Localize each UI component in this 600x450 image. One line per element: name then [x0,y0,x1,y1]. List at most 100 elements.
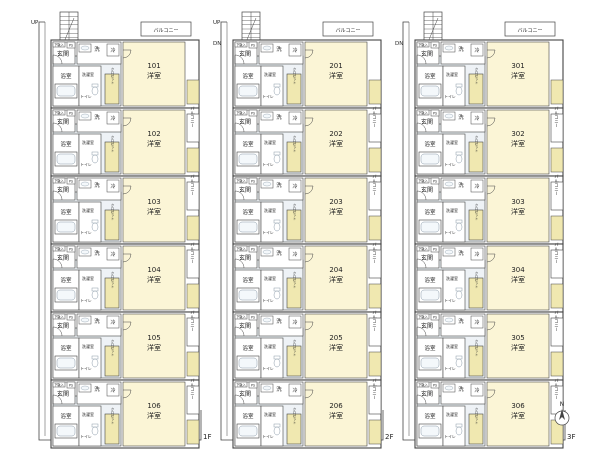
toilet-bowl [273,86,281,96]
kitchen-strip: 洗冷 [258,245,304,269]
entrance-label: 玄関 [239,186,251,194]
door-swing [234,122,245,133]
entrance-label: 玄関 [239,322,251,330]
pipe-space-label: PS [251,112,255,116]
door-swing [304,389,314,399]
outdoor-storage [186,351,200,377]
unit-102: 下駄入玄関PS浴室洗濯室トイレ洗冷クロゼット102洋室バルコニー [50,106,200,177]
balcony-label: バルコニー [191,242,196,263]
outdoor-storage [550,351,564,377]
washbasin-bowl [80,45,90,51]
shoe-box-label: 下駄入 [418,314,428,319]
laundry-label: 洗濯室 [264,71,276,77]
unit-number: 301 [511,62,524,70]
top-balcony: バルコニー [504,21,556,37]
kitchen-strip: 洗冷 [76,381,122,405]
bathroom-label: 浴室 [60,140,72,148]
entrance-label: 玄関 [421,254,433,262]
toilet-room-box [78,337,102,379]
laundry-label: 洗濯室 [82,411,94,417]
pipe-space [66,381,76,389]
pipe-space-label: PS [251,248,255,252]
room-type-label: 洋室 [329,343,343,352]
toilet-room-box [442,269,466,311]
fridge-label: 冷 [292,183,297,190]
floor-label: 1F [203,433,211,441]
closet: クロゼット [468,270,484,309]
balcony-label: バルコニー [191,310,196,331]
toilet-room-box [442,405,466,447]
toilet-room-box [260,201,284,243]
door-swing [52,326,63,337]
stair-dn-label: DN [213,41,221,47]
pipe-space-label: PS [433,384,437,388]
pipe-space-label: PS [251,316,255,320]
closet: クロゼット [104,406,120,445]
pipe-space-label: PS [251,180,255,184]
western-room-floor [486,381,550,447]
bathtub-basin [56,85,76,97]
bathtub-basin [56,289,76,301]
balcony-label: バルコニー [373,378,378,399]
closet-box [286,345,302,377]
shoe-box-label: 下駄入 [236,42,246,47]
door-swing [486,321,496,331]
pipe-space [248,177,258,185]
shoe-box-label: 下駄入 [54,178,64,183]
balcony: バルコニー [550,106,564,143]
closet: クロゼット [286,338,302,377]
fridge-space [106,43,120,57]
balcony-box [368,317,382,347]
bathtub-basin [238,85,258,97]
shoe-box-label: 下駄入 [236,246,246,251]
laundry-label: 洗濯室 [446,275,458,281]
laundry-label: 洗濯室 [82,275,94,281]
laundry-label: 洗濯室 [82,139,94,145]
stairwell: UP [31,11,79,47]
fridge-label: 冷 [474,387,479,394]
unit-number: 205 [329,334,342,342]
balcony: バルコニー [368,310,382,347]
bathtub-basin [420,289,440,301]
room-type-label: 洋室 [147,139,161,148]
pipe-space [66,245,76,253]
door-swing [486,389,496,399]
western-room-floor [122,381,186,447]
closet: クロゼット [468,66,484,105]
room-type-label: 洋室 [511,139,525,148]
bathroom-label: 浴室 [424,344,436,352]
washbasin-bowl [444,113,454,119]
room-type-label: 洋室 [511,207,525,216]
closet-box [468,413,484,445]
toilet-tank [91,423,99,428]
pipe-space [430,245,440,253]
top-balcony-box [140,21,192,37]
stair-arrow [63,17,75,43]
unit-number: 302 [511,130,524,138]
entrance-label: 玄関 [421,322,433,330]
western-room-floor [486,313,550,379]
door-swing [304,253,314,263]
toilet-tank [455,151,463,156]
closet-label: クロゼット [292,66,296,84]
unit-302: 下駄入玄関PS浴室洗濯室トイレ洗冷クロゼット302洋室バルコニー [414,106,564,177]
bathroom: 浴室 [234,133,262,175]
outdoor-storage [368,147,382,173]
toilet-label: トイレ [262,366,274,371]
washbasin-bowl [262,249,272,255]
pipe-space [248,313,258,321]
door-swing [122,253,132,263]
fridge-label: 冷 [474,115,479,122]
western-room-floor [122,313,186,379]
bathroom-label: 浴室 [60,208,72,216]
wash-label: 洗 [94,249,100,257]
western-room-floor [486,41,550,107]
laundry-label: 洗濯室 [264,411,276,417]
washbasin-bowl [262,45,272,51]
